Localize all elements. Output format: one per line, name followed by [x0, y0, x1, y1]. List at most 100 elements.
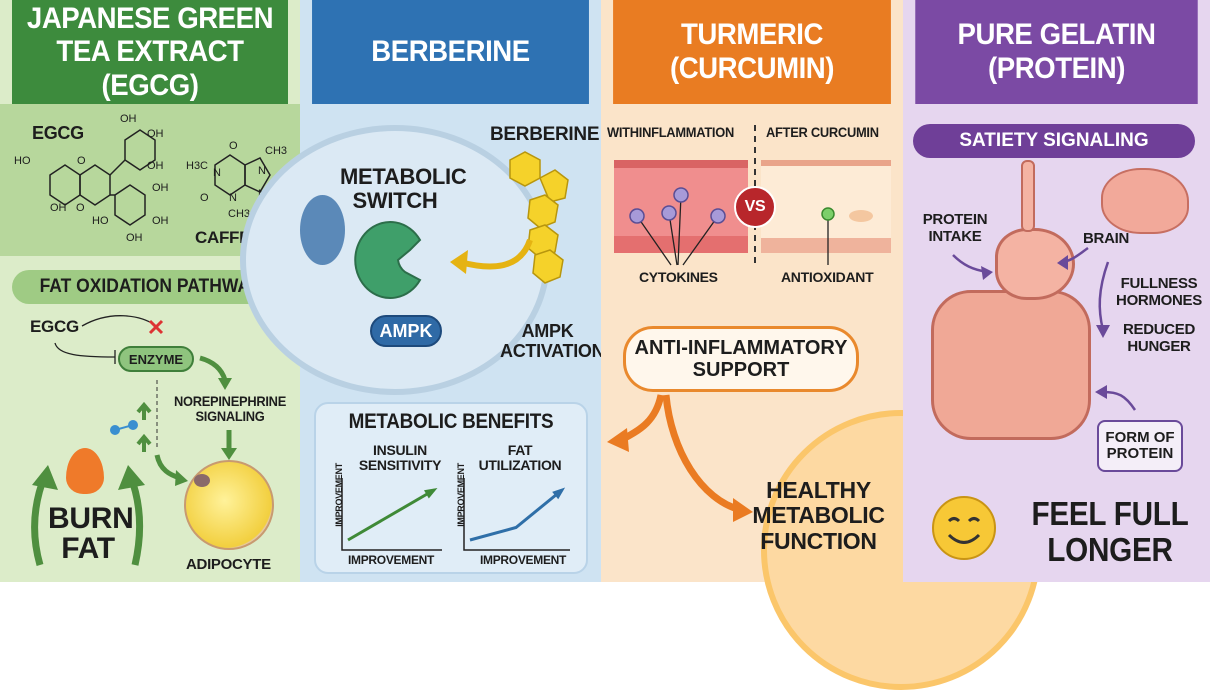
esophagus [1021, 160, 1035, 232]
brain-icon [1101, 168, 1189, 234]
panel-title-line2: (PROTEIN) [988, 52, 1125, 85]
activation-arrow [450, 238, 533, 274]
panel-title: BERBERINE [371, 35, 530, 69]
activation-line2: ACTIVATION [500, 340, 605, 361]
feel-line2: LONGER [1047, 531, 1173, 569]
ampk-activation-label: AMPK ACTIVATION [500, 321, 605, 362]
chart-title-line2: SENSITIVITY [358, 457, 442, 474]
turmeric-panel: TURMERIC (CURCUMIN) WITHINFLAMMATION AFT… [601, 0, 1041, 690]
egcg-node: EGCG [30, 317, 79, 336]
hormones-line2: HORMONES [1116, 291, 1202, 309]
hormones-line1: FULLNESS [1120, 275, 1198, 292]
atom: CH3 [265, 145, 288, 157]
flame-icon [66, 448, 104, 494]
gelatin-header: PURE GELATIN (PROTEIN) [915, 0, 1198, 104]
atom: CH3 [228, 208, 251, 220]
adipocyte-icon [184, 460, 274, 550]
signal-line2: SIGNALING [195, 408, 265, 425]
chart-title-insulin: INSULIN SENSITIVITY [350, 442, 450, 474]
outcome-arrows [607, 394, 753, 522]
chart-title-line2: UTILIZATION [478, 457, 562, 474]
anti-inflammatory-bubble: ANTI-INFLAMMATORY SUPPORT [623, 326, 859, 392]
atom: N [213, 167, 221, 179]
atom: H3C [186, 160, 209, 172]
atom: O [229, 140, 238, 152]
switch-line2: SWITCH [352, 188, 438, 214]
panel-title-line2: (CURCUMIN) [669, 52, 835, 85]
burn-line2: FAT [61, 532, 115, 565]
signal-arrows [952, 246, 1137, 411]
form-line1: FORM OF [1105, 428, 1175, 446]
chart-ylabel: IMPROVEMENT [456, 463, 467, 527]
chart-xlabel: IMPROVEMENT [348, 553, 435, 567]
satiety-title-text: SATIETY SIGNALING [959, 130, 1149, 151]
cytokines-label: CYTOKINES [639, 269, 718, 285]
after-label: AFTER CURCUMIN [766, 124, 879, 140]
support-line2: SUPPORT [692, 359, 790, 381]
berberine-molecule-icon [509, 151, 569, 284]
mini-charts [341, 478, 570, 551]
chart-ylabel: IMPROVEMENT [334, 463, 345, 527]
atom: OH [50, 202, 67, 214]
pathway-arrows [31, 315, 237, 566]
turmeric-header: TURMERIC (CURCUMIN) [613, 0, 891, 104]
atom: O [76, 202, 85, 214]
burn-line1: BURN [48, 502, 134, 535]
intestines-icon [931, 290, 1091, 440]
nucleus-icon [194, 474, 210, 487]
support-line1: ANTI-INFLAMMATORY [634, 337, 848, 359]
form-of-protein-box: FORM OF PROTEIN [1097, 420, 1183, 472]
chart-axes [341, 478, 442, 551]
adipocyte-label: ADIPOCYTE [186, 556, 271, 573]
blood-vessel-comparison [614, 125, 891, 266]
hunger-line1: REDUCED [1122, 321, 1196, 338]
metabolic-switch-label: METABOLIC SWITCH [340, 164, 467, 214]
result-line2: METABOLIC [752, 502, 885, 529]
antioxidant-label: ANTIOXIDANT [781, 269, 874, 285]
result-line1: HEALTHY [766, 477, 871, 503]
form-line2: PROTEIN [1106, 445, 1174, 462]
feel-full-longer: FEEL FULL LONGER [1025, 495, 1196, 569]
egcg-molecule-icon [49, 129, 156, 226]
signal-line1: NOREPINEPHRINE [173, 393, 287, 409]
cell-nucleus-icon [300, 195, 345, 265]
feel-line1: FEEL FULL [1031, 495, 1189, 532]
benefits-title: METABOLIC BENEFITS [348, 410, 554, 433]
atom: N [229, 192, 237, 204]
pathway-title-text: FAT OXIDATION PATHWAY [39, 276, 261, 297]
chart-title-line1: FAT [507, 442, 533, 458]
atom: O [77, 155, 86, 167]
brain-label: BRAIN [1083, 230, 1129, 247]
chart-title-line1: INSULIN [373, 442, 427, 458]
chart-axes [463, 478, 570, 551]
ampk-badge: AMPK [370, 315, 442, 347]
atom: OH [152, 182, 169, 194]
norepinephrine-signaling: NOREPINEPHRINE SIGNALING [166, 393, 295, 425]
burn-fat-label: BURN FAT [48, 502, 134, 565]
egcg-label: EGCG [32, 123, 84, 143]
chart-title-fat: FAT UTILIZATION [470, 442, 570, 474]
before-label: WITHINFLAMMATION [607, 124, 734, 140]
atom: HO [14, 155, 31, 167]
panel-title-line1: TURMERIC [681, 18, 823, 52]
trend-line [347, 488, 435, 542]
result-line3: FUNCTION [760, 527, 877, 554]
green-tea-header: JAPANESE GREEN TEA EXTRACT (EGCG) [12, 0, 288, 104]
activation-line1: AMPK [521, 321, 574, 341]
satiety-signaling-banner: SATIETY SIGNALING [913, 124, 1195, 158]
atom: OH [152, 215, 169, 227]
arrowhead-icon [424, 487, 438, 499]
reduced-hunger-label: REDUCED HUNGER [1109, 321, 1209, 355]
protein-intake-label: PROTEIN INTAKE [917, 211, 993, 245]
intake-line1: PROTEIN [922, 211, 988, 228]
gelatin-panel: PURE GELATIN (PROTEIN) SATIETY SIGNALING… [903, 0, 1210, 582]
fullness-hormones-label: FULLNESS HORMONES [1109, 275, 1209, 309]
atom: OH [147, 160, 164, 172]
intake-line2: INTAKE [928, 227, 982, 245]
atom: OH [147, 128, 164, 140]
atom: N [258, 165, 266, 177]
berberine-label: BERBERINE [490, 124, 600, 145]
panel-title-line1: JAPANESE GREEN [26, 1, 274, 35]
smiley-face-icon [932, 496, 996, 560]
caffeine-molecule-icon [214, 154, 271, 196]
